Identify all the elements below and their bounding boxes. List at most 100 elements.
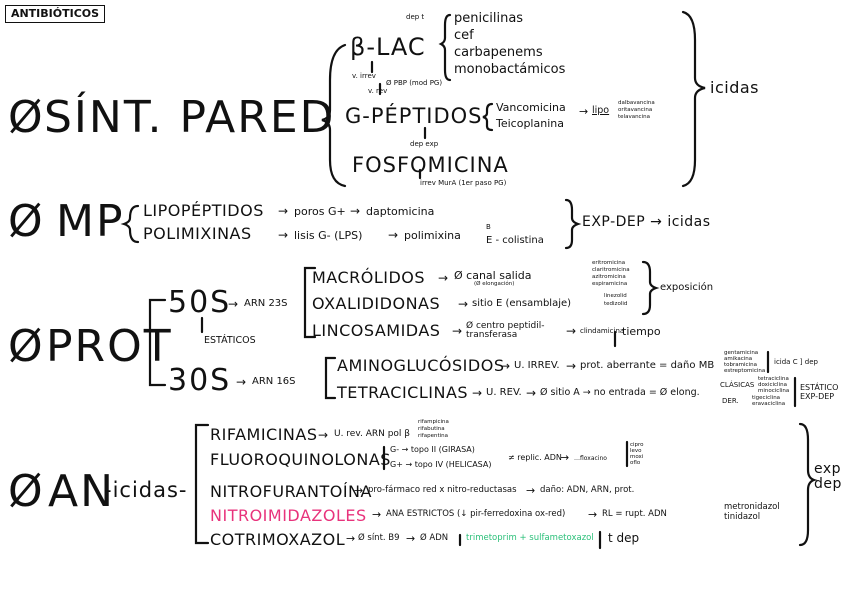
lipo-item: dalbavancina (618, 100, 655, 106)
polimixinas-mech: lisis G- (LPS) (294, 229, 363, 242)
null-symbol: Ø (8, 196, 45, 247)
macrolidos-drug: espiramicina (592, 281, 628, 287)
arrow: → (500, 359, 511, 373)
estaticos-label: ESTÁTICOS (204, 335, 256, 346)
rifamicinas-drug: rifampicina (418, 419, 449, 425)
page-title: ANTIBIÓTICOS (5, 5, 105, 23)
fluoroquinolonas-result: ≠ replic. ADN (508, 453, 562, 462)
arrow: → (318, 428, 329, 442)
nitrofurantoina-mech: pro-fármaco red x nitro-reductasas (368, 485, 517, 495)
aminoglucosidos-mech: U. IRREV. (514, 360, 560, 371)
polimixina-e: E - colistina (486, 235, 544, 246)
lincosamidas-effect: tiempo (622, 325, 661, 338)
tetraciclinas-clasicas-drug: tetraciclina (758, 376, 789, 382)
lincosamidas-drug: clindamicina (580, 327, 625, 335)
tetraciclinas-clasicas: CLÁSICAS (720, 381, 755, 389)
fosfo-dep: dep exp (410, 140, 439, 148)
rifamicinas-drug: rifapentina (418, 433, 448, 439)
lipopeptidos-label: LIPOPÉPTIDOS (143, 201, 264, 220)
fluoroquinolonas-gram-neg: G- → topo II (GIRASA) (390, 445, 475, 454)
tetraciclinas-clasicas-drug: minociclina (758, 388, 790, 394)
macrolidos-mech: Ø canal salida (454, 269, 532, 282)
fluoroquinolonas-label: FLUOROQUINOLONAS (210, 450, 391, 469)
arrow: → (278, 228, 289, 242)
arrow: → (458, 297, 469, 311)
tetraciclinas-effect: ESTÁTICO EXP-DEP (800, 383, 839, 401)
an-effect: exp dep (814, 461, 842, 493)
tetraciclinas-label: TETRACICLINAS (337, 383, 469, 402)
gpep-item: Vancomicina (496, 101, 566, 114)
null-symbol: Ø (8, 466, 45, 517)
blac-note: Ø PBP (mod PG) (386, 79, 443, 87)
arrow: → (278, 204, 289, 218)
aminoglucosidos-label: AMINOGLUCÓSIDOS (337, 356, 505, 375)
tetraciclinas-mech: U. REV. (486, 387, 522, 398)
blac-item: penicilinas (454, 11, 524, 26)
aminoglucosidos-drug: gentamicina (724, 350, 759, 356)
oxalididonas-drug: tedizolid (604, 301, 628, 307)
pared-heading: SÍNT. PARED (44, 92, 336, 143)
prot-left-bracket (148, 298, 167, 387)
fluoroquinolonas-drug: cipro (630, 442, 644, 448)
lipo-label: lipo (592, 105, 610, 116)
lipo-arrow: → (579, 105, 589, 118)
blac-item: cef (454, 28, 474, 43)
cotrimoxazol-result: Ø ADN (420, 533, 449, 543)
gpep-note: v. rev (368, 87, 388, 95)
blac-label: β-LAC (350, 33, 426, 61)
rifamicinas-mech: U. rev. ARN pol β (334, 429, 411, 439)
arrow: → (346, 532, 356, 545)
macrolidos-note: (Ø elongación) (474, 281, 515, 287)
aminoglucosidos-result: prot. aberrante = daño MB (580, 360, 715, 371)
oxalididonas-label: OXALIDIDONAS (312, 294, 441, 313)
fluoroquinolonas-drug: moxi (630, 454, 644, 460)
rifamicinas-label: RIFAMICINAS (210, 425, 318, 444)
30s-target: ARN 16S (252, 376, 296, 387)
polimixinas-label: POLIMIXINAS (143, 224, 252, 243)
blac-dep: dep t (406, 13, 425, 21)
an-heading: AN (48, 466, 116, 517)
blac-item: monobactámicos (454, 62, 566, 77)
lipopeptidos-mech: poros G+ (294, 205, 346, 218)
lipo-item: telavancina (618, 114, 650, 120)
pared-left-brace (321, 43, 347, 188)
pared-effect: icidas (710, 78, 759, 97)
tetraciclinas-der-drug: tigeciclina (752, 395, 781, 401)
arrow: → (526, 386, 537, 400)
nitroimidazoles-mech: ANA ESTRICTOS (↓ pir-ferredoxina ox-red) (386, 509, 566, 519)
50s-target: ARN 23S (244, 298, 288, 309)
arrow: → (406, 532, 416, 545)
aminoglucosidos-drug: amikacina (724, 356, 753, 362)
fluoroquinolonas-drug: oflo (630, 460, 641, 466)
arrow: → (526, 484, 536, 497)
nitroimidazoles-label: NITROIMIDAZOLES (210, 506, 367, 525)
fosfo-note: irrev MurA (1er paso PG) (420, 179, 507, 187)
arrow: → (566, 359, 577, 373)
fluoroquinolonas-floxacino: …floxacino (574, 455, 607, 462)
arrow: → (560, 451, 570, 464)
gpep-label: G-PÉPTIDOS (345, 104, 483, 128)
rifamicinas-drug: rifabutina (418, 426, 445, 432)
nitroimidazoles-result: RL = rupt. ADN (602, 509, 667, 519)
polimixinas-drug: polimixina (404, 229, 461, 242)
aminoglucosidos-drug: tobramicina (724, 362, 757, 368)
prot-heading: PROT (46, 321, 173, 372)
arrow: → (354, 484, 364, 497)
polimixina-b: B (486, 223, 491, 231)
nitroimidazoles-drug: metronidazol (724, 502, 780, 512)
oxalididonas-mech: sitio E (ensamblaje) (472, 298, 572, 309)
arrow: → (588, 508, 598, 521)
arrow: → (236, 375, 247, 389)
lincosamidas-mech: Ø centro peptidil-transferasa (466, 321, 545, 340)
pared-right-brace (681, 10, 706, 188)
macrolidos-drug: claritromicina (592, 267, 630, 273)
tetraciclinas-result: Ø sitio A → no entrada = Ø elong. (540, 387, 700, 398)
cotrimoxazol-effect: t dep (608, 531, 640, 545)
aminoglucosidos-drug: estreptomicina (724, 368, 766, 374)
mp-effect: EXP-DEP → icidas (582, 214, 711, 230)
an-left-bracket (194, 423, 210, 545)
null-symbol: Ø (8, 321, 45, 372)
arrow: → (228, 297, 239, 311)
exposicion-label: exposición (660, 282, 714, 293)
